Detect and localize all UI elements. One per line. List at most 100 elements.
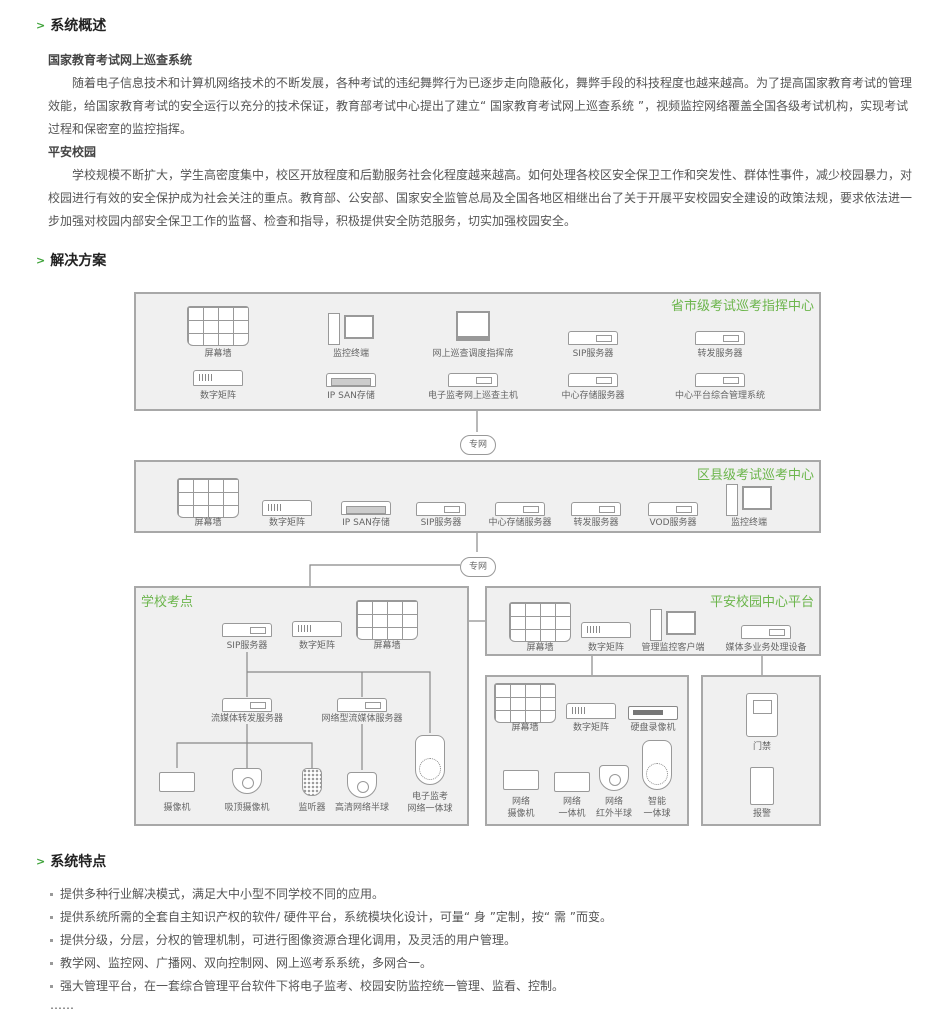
feature-item: 提供多种行业解决模式，满足大中小型不同学校不同的应用。 [50, 883, 612, 906]
server-icon [648, 502, 698, 516]
device-label: 网络 一体机 [558, 797, 586, 819]
server-icon [741, 625, 791, 639]
server-icon [495, 502, 545, 516]
server-icon [568, 373, 618, 387]
digital-matrix-icon [193, 370, 243, 386]
district-center-box [134, 460, 821, 533]
screen-wall-icon [509, 602, 571, 642]
device-label: 屏幕墙 [511, 723, 539, 733]
device-label: 屏幕墙 [204, 349, 232, 359]
screen-wall-icon [494, 683, 556, 723]
server-icon [695, 373, 745, 387]
server-icon [571, 502, 621, 516]
district-center-title: 区县级考试巡考中心 [696, 468, 814, 483]
screen-wall-icon [187, 306, 249, 346]
ip-san-storage-icon [341, 501, 391, 515]
device-label: 网络 摄像机 [507, 797, 535, 819]
device-label: 数字矩阵 [268, 518, 305, 528]
device-label: 数字矩阵 [199, 391, 236, 401]
section-heading-features: > 系统特点 [36, 851, 106, 871]
device-label: 报警 [752, 809, 771, 819]
device-label: 网上巡查调度指挥席 [432, 349, 514, 359]
bullet-camera-icon [554, 772, 590, 792]
device-label: VOD服务器 [649, 518, 697, 528]
device-label: 网络型流媒体服务器 [321, 714, 403, 724]
device-label: 监控终端 [332, 349, 369, 359]
device-label: 屏幕墙 [526, 643, 554, 653]
device-label: 监控终端 [730, 518, 767, 528]
bullet-camera-icon [503, 770, 539, 790]
section-heading-solution: > 解决方案 [36, 250, 106, 270]
digital-matrix-icon [566, 703, 616, 719]
device-label: SIP服务器 [226, 641, 268, 651]
device-label: 屏幕墙 [373, 641, 401, 651]
server-icon [222, 698, 272, 712]
device-label: 中心平台综合管理系统 [674, 391, 765, 401]
device-label: 电子监考 网络一体球 [407, 792, 453, 814]
server-icon [416, 502, 466, 516]
dome-camera-icon [347, 772, 377, 798]
heading-text: 系统特点 [50, 854, 107, 870]
computer-terminal-icon [650, 609, 696, 641]
features-list: 提供多种行业解决模式，满足大中小型不同学校不同的应用。 提供系统所需的全套自主知… [50, 883, 612, 1012]
device-label: SIP服务器 [420, 518, 462, 528]
device-label: 转发服务器 [697, 349, 743, 359]
subtitle-campus: 平安校园 [48, 145, 97, 159]
device-label: IP SAN存储 [342, 518, 390, 528]
dome-camera-icon [599, 765, 629, 791]
device-label: 管理监控客户端 [641, 643, 705, 653]
arrow-icon: > [36, 18, 46, 32]
device-label: 中心存储服务器 [488, 518, 552, 528]
device-label: 吸顶摄像机 [224, 803, 270, 813]
server-icon [568, 331, 618, 345]
screen-wall-icon [356, 600, 418, 640]
screen-wall-icon [177, 478, 239, 518]
device-label: 智能 一体球 [643, 797, 671, 819]
server-icon [695, 331, 745, 345]
features-more: …… [50, 998, 74, 1012]
ptz-dome-camera-icon [642, 740, 672, 790]
device-label: 高清网络半球 [334, 803, 389, 813]
device-label: 数字矩阵 [298, 641, 335, 651]
device-label: 监听器 [298, 803, 326, 813]
feature-item: 提供分级，分层，分权的管理机制，可进行图像资源合理化调用，及灵活的用户管理。 [50, 929, 612, 952]
device-label: 数字矩阵 [572, 723, 609, 733]
computer-terminal-icon [726, 484, 772, 516]
arrow-icon: > [36, 253, 46, 267]
audio-listener-icon [302, 768, 322, 796]
ip-san-storage-icon [326, 373, 376, 387]
device-label: 摄像机 [163, 803, 191, 813]
device-label: 转发服务器 [573, 518, 619, 528]
device-label: 电子监考网上巡查主机 [427, 391, 518, 401]
server-icon [222, 623, 272, 637]
digital-matrix-icon [292, 621, 342, 637]
arrow-icon: > [36, 854, 46, 868]
section-heading-overview: > 系统概述 [36, 15, 106, 35]
feature-item: 强大管理平台，在一套综合管理平台软件下将电子监考、校园安防监控统一管理、监看、控… [50, 975, 612, 998]
device-label: 流媒体转发服务器 [210, 714, 283, 724]
ptz-dome-camera-icon [415, 735, 445, 785]
door-access-icon [746, 693, 778, 737]
heading-text: 解决方案 [50, 253, 107, 269]
dome-camera-icon [232, 768, 262, 794]
device-label: 数字矩阵 [587, 643, 624, 653]
province-center-title: 省市级考试巡考指挥中心 [670, 299, 814, 314]
private-network-cloud-2: 专网 [460, 557, 496, 577]
alarm-icon [750, 767, 774, 805]
paragraph-campus: 学校规模不断扩大，学生高密度集中，校区开放程度和后勤服务社会化程度越来越高。如何… [48, 168, 913, 228]
monitor-icon [456, 311, 490, 341]
device-label: 网络 红外半球 [595, 797, 632, 819]
device-label: 门禁 [752, 742, 771, 752]
heading-text: 系统概述 [50, 18, 107, 34]
device-label: 屏幕墙 [194, 518, 222, 528]
paragraph-exam: 随着电子信息技术和计算机网络技术的不断发展，各种考试的违纪舞弊行为已逐步走向隐蔽… [48, 76, 913, 136]
digital-matrix-icon [262, 500, 312, 516]
feature-item: 提供系统所需的全套自主知识产权的软件/ 硬件平台，系统模块化设计，可量“ 身 ”… [50, 906, 612, 929]
device-label: IP SAN存储 [327, 391, 375, 401]
device-label: 硬盘录像机 [630, 723, 676, 733]
server-icon [337, 698, 387, 712]
campus-platform-title: 平安校园中心平台 [709, 595, 814, 610]
digital-matrix-icon [581, 622, 631, 638]
dvr-icon [628, 706, 678, 720]
